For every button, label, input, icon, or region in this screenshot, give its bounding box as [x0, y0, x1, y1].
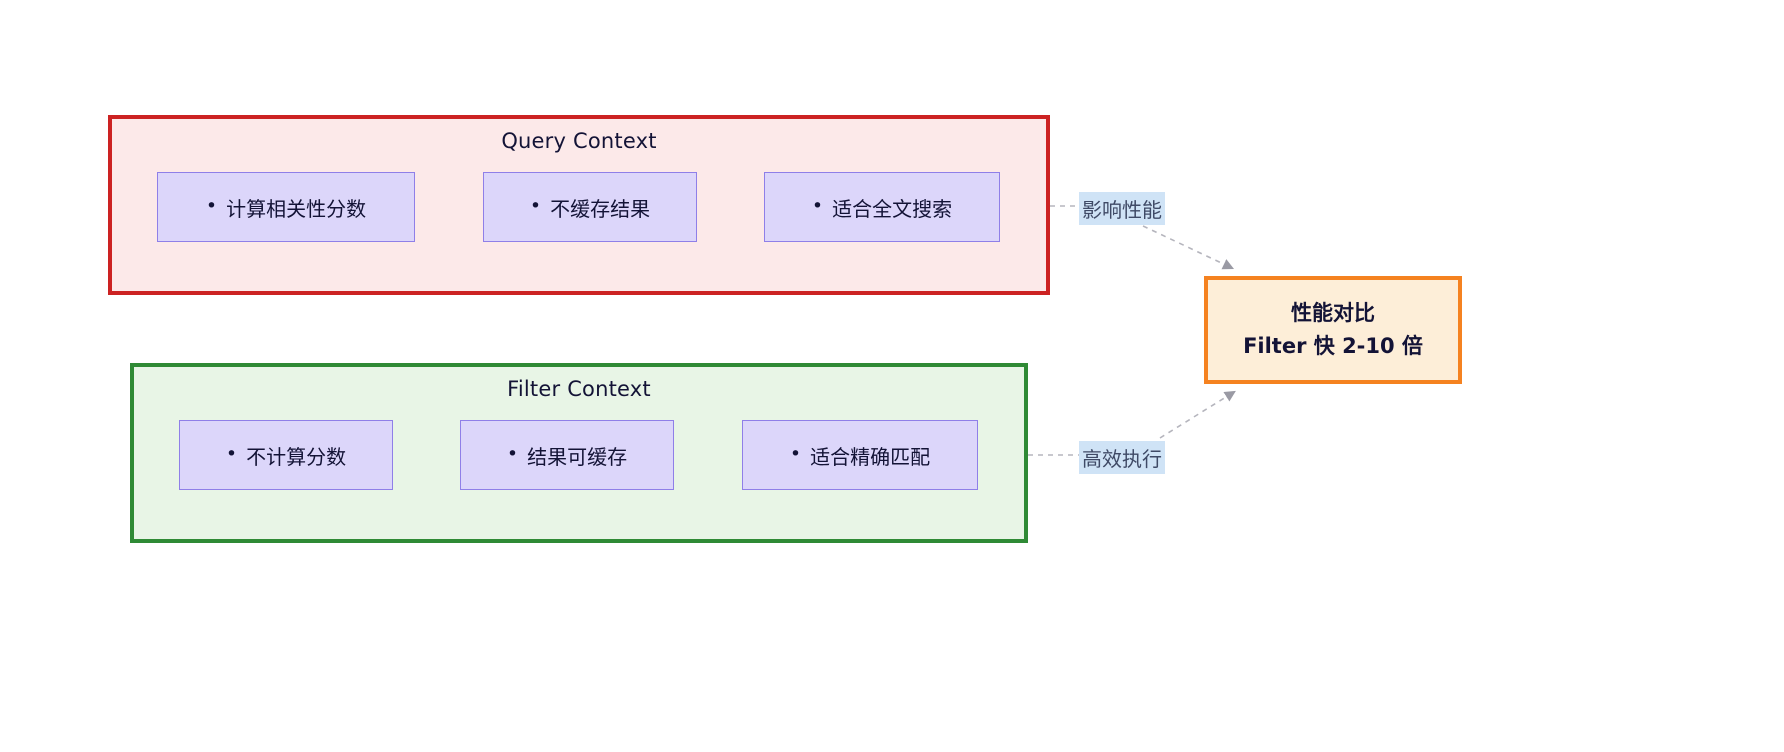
chip-label: 不计算分数 [246, 444, 347, 469]
edge-query-to-result-arrow [1142, 225, 1235, 270]
edge-label-filter-to-result: 高效执行 [1079, 441, 1165, 474]
bullet-icon: • [789, 442, 802, 465]
chip-filter-item-2[interactable]: • 适合精确匹配 [742, 420, 978, 490]
chip-label: 适合全文搜索 [832, 196, 953, 221]
chip-query-item-0[interactable]: • 计算相关性分数 [157, 172, 415, 242]
chip-label: 适合精确匹配 [810, 444, 931, 469]
chip-filter-item-0[interactable]: • 不计算分数 [179, 420, 393, 490]
result-line-1: 性能对比 [1291, 301, 1375, 326]
chip-query-item-1[interactable]: • 不缓存结果 [483, 172, 697, 242]
bullet-icon: • [506, 442, 519, 465]
bullet-icon: • [225, 442, 238, 465]
result-line-2: Filter 快 2-10 倍 [1243, 334, 1423, 358]
edge-label-query-to-result: 影响性能 [1079, 192, 1165, 225]
chip-query-item-2[interactable]: • 适合全文搜索 [764, 172, 1000, 242]
bullet-icon: • [811, 194, 824, 217]
bullet-icon: • [529, 194, 542, 217]
chip-label: 结果可缓存 [527, 444, 628, 469]
node-performance-comparison[interactable]: 性能对比 Filter 快 2-10 倍 [1204, 276, 1462, 384]
chip-filter-item-1[interactable]: • 结果可缓存 [460, 420, 674, 490]
edge-filter-to-result-arrow [1159, 390, 1236, 439]
group-title-query-context: Query Context [501, 129, 657, 153]
chip-label: 计算相关性分数 [226, 196, 367, 221]
group-title-filter-context: Filter Context [507, 377, 651, 401]
bullet-icon: • [205, 194, 218, 217]
chip-label: 不缓存结果 [550, 196, 651, 221]
